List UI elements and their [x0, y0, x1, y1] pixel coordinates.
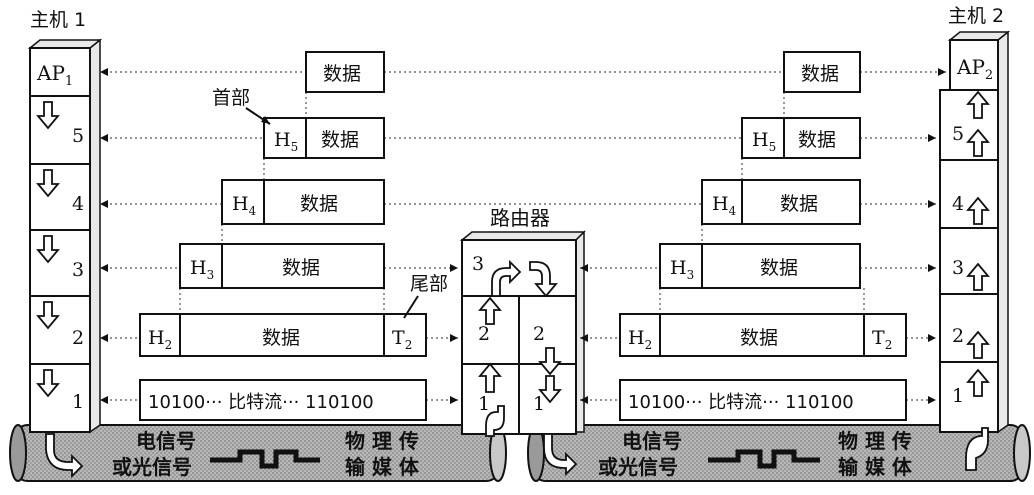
pdu-left-app-data: 数据 — [323, 63, 361, 85]
host1-stack: 主机 1 AP1 5 4 3 2 1 — [27, 9, 103, 479]
host1-layer4-label: 4 — [72, 193, 84, 215]
pdu-right-l5: H5 数据 — [741, 117, 861, 159]
pdu-left-l4-header: H4 — [232, 193, 257, 218]
host2-stack: 主机 2 AP2 5 4 3 2 1 — [939, 5, 1011, 471]
host1-title: 主机 1 — [30, 9, 86, 31]
pdu-left-l4-data: 数据 — [300, 193, 338, 215]
host2-layer5-box — [939, 89, 999, 161]
router-left-layer2-label: 2 — [478, 323, 490, 345]
medium-label-right-2: 输 媒 体 — [838, 455, 913, 479]
pdu-right-l5-data: 数据 — [798, 129, 836, 151]
pdu-left-l5: H5 数据 — [263, 117, 385, 159]
pdu-right-l4-data: 数据 — [780, 193, 818, 215]
signal-label-left-1: 电信号 — [136, 429, 196, 453]
host2-layer2-label: 2 — [952, 325, 964, 347]
trailer-annotation-pointer — [403, 295, 419, 319]
host1-layer3-box — [29, 229, 91, 297]
peer-lines — [100, 68, 946, 404]
pdu-right-l2-header: H2 — [628, 327, 652, 352]
signal-label-left-2: 或光信号 — [112, 455, 192, 479]
pdu-left-l5-header: H5 — [274, 129, 298, 154]
host2-layer1-box — [939, 361, 999, 433]
router-right-layer2-label: 2 — [533, 323, 545, 345]
pdu-left-app: 数据 — [305, 51, 385, 93]
host2-ap-label: AP2 — [956, 55, 993, 83]
header-annotation: 首部 — [212, 87, 250, 109]
host2-ap-box — [949, 39, 999, 91]
host1-layer5-label: 5 — [72, 125, 84, 147]
host2-up-arrows — [965, 90, 990, 471]
router-right-layer1-label: 1 — [533, 393, 545, 415]
host2-title: 主机 2 — [948, 5, 1004, 27]
host1-layer2-label: 2 — [72, 327, 84, 349]
pdu-left-l2-trailer: T2 — [392, 327, 412, 352]
signal-label-right-1: 电信号 — [622, 429, 682, 453]
pdu-right-l1: 10100··· 比特流··· 110100 — [619, 379, 907, 421]
router-left-layer1-label: 1 — [478, 393, 490, 415]
router-layer3-box — [461, 239, 577, 297]
pdu-left-l2-data: 数据 — [262, 327, 300, 349]
pdu-left-l2-header: H2 — [148, 327, 172, 352]
host1-layer5-box — [29, 95, 91, 165]
pdu-right-app-data: 数据 — [801, 63, 839, 85]
pdus-left: 数据 H5 数据 H4 数据 H3 数据 H2 数据 T2 — [139, 51, 448, 421]
pdus-right: 数据 H5 数据 H4 数据 H3 数据 H2 数据 T2 — [619, 51, 907, 421]
signal-waveform-left — [210, 449, 320, 469]
pdu-right-l2-trailer: T2 — [872, 327, 892, 352]
host2-layer4-label: 4 — [952, 193, 964, 215]
host2-layer5-label: 5 — [952, 123, 964, 145]
pdu-right-app: 数据 — [783, 51, 861, 93]
medium-label-left-2: 输 媒 体 — [345, 455, 420, 479]
host2-layer3-box — [939, 227, 999, 295]
router-layer3-label: 3 — [472, 253, 484, 275]
pdu-left-l3: H3 数据 — [179, 243, 385, 289]
router-stack: 路由器 3 2 1 2 1 — [459, 206, 586, 477]
signal-waveform-right — [708, 449, 820, 469]
pdu-right-l2-data: 数据 — [740, 327, 778, 349]
pdu-left-l2: H2 数据 T2 — [139, 313, 427, 357]
pdu-right-l2: H2 数据 T2 — [619, 313, 907, 357]
host1-layer4-box — [29, 163, 91, 231]
pdu-right-l1-bits: 10100··· 比特流··· 110100 — [628, 392, 854, 413]
medium-label-right-1: 物 理 传 — [838, 429, 912, 453]
pdu-left-l4: H4 数据 — [221, 179, 385, 225]
host1-layer3-label: 3 — [72, 259, 84, 281]
host1-layer1-label: 1 — [72, 391, 84, 413]
host1-layer1-box — [29, 363, 91, 433]
pdu-left-l1-bits: 10100··· 比特流··· 110100 — [148, 392, 374, 413]
pdu-left-l3-data: 数据 — [282, 257, 320, 279]
pdu-right-l3-header: H3 — [670, 257, 694, 282]
pdu-left-l1: 10100··· 比特流··· 110100 — [139, 379, 427, 421]
pdu-right-l4: H4 数据 — [701, 179, 861, 225]
host2-layer2-box — [939, 293, 999, 363]
trailer-annotation: 尾部 — [410, 273, 448, 295]
pdu-left-l3-header: H3 — [190, 257, 214, 282]
router-flow-arrows — [478, 259, 578, 477]
router-title: 路由器 — [490, 206, 550, 230]
pdu-right-l5-header: H5 — [752, 129, 776, 154]
host2-layer1-label: 1 — [952, 385, 964, 407]
medium-label-left-1: 物 理 传 — [345, 429, 419, 453]
host2-layer3-label: 3 — [952, 257, 964, 279]
pdu-right-l4-header: H4 — [712, 193, 737, 218]
host2-layer4-box — [939, 159, 999, 229]
pdu-right-l3: H3 数据 — [659, 243, 861, 289]
signal-label-right-2: 或光信号 — [598, 455, 678, 479]
host1-down-arrows — [36, 101, 84, 479]
host1-ap-label: AP1 — [36, 61, 73, 89]
pdu-right-l3-data: 数据 — [760, 257, 798, 279]
pdu-left-l5-data: 数据 — [321, 129, 359, 151]
